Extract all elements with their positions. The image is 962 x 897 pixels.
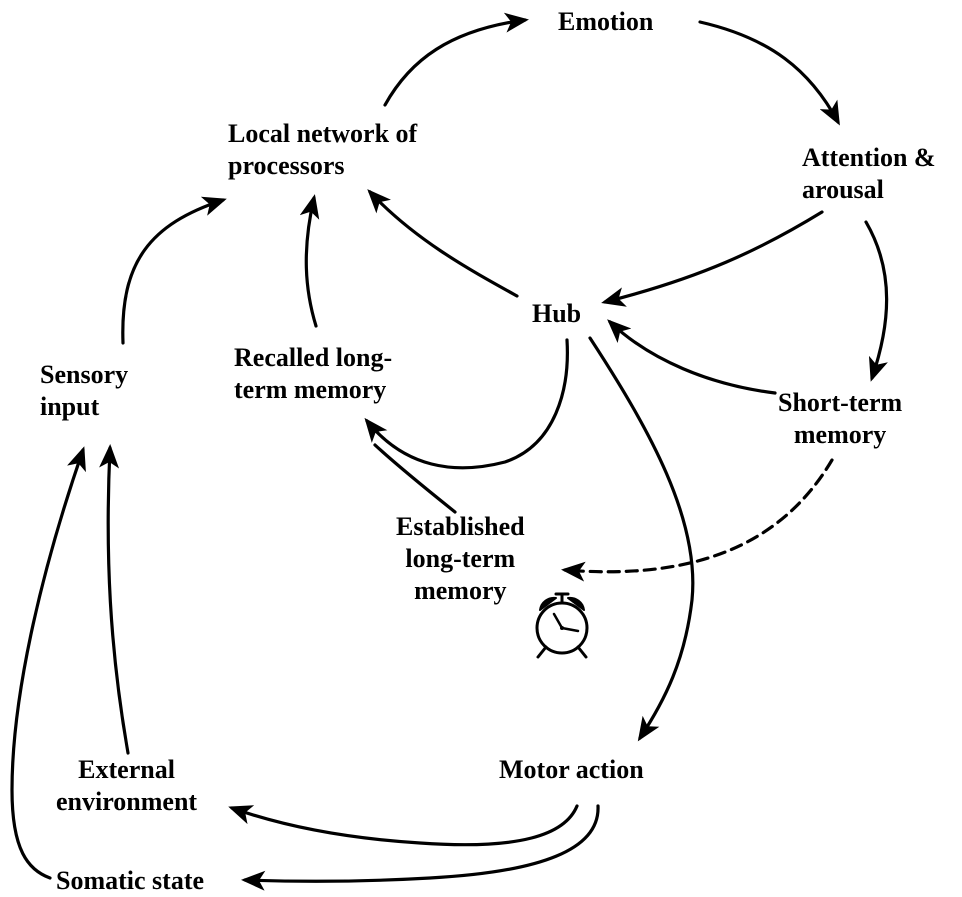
node-sensory-input-line-1: Sensory <box>40 360 129 389</box>
node-recalled-memory: Recalled long- term memory <box>234 342 392 406</box>
node-hub-label: Hub <box>532 299 582 328</box>
edge-motor-to-somatic <box>241 804 600 891</box>
node-local-network-line-1: Local network of <box>228 119 418 148</box>
edge-somatic-to-sensory <box>10 446 86 880</box>
node-short-term-memory-line-2: memory <box>793 420 887 449</box>
edge-hub-to-recalled <box>364 338 569 470</box>
node-local-network-line-2: processors <box>228 151 345 180</box>
edge-hub-to-motor <box>588 336 695 742</box>
node-external-environment-line-2: environment <box>56 787 198 816</box>
node-sensory-input: Sensory input <box>40 359 128 423</box>
edge-hub-to-local-network <box>367 189 519 298</box>
node-recalled-memory-line-1: Recalled long- <box>234 343 393 372</box>
node-sensory-input-line-2: input <box>40 392 100 421</box>
node-external-environment-line-1: External <box>78 755 175 784</box>
edge-recalled-to-local-network <box>299 194 320 328</box>
node-somatic-state-label: Somatic state <box>56 866 205 895</box>
edge-sensory-to-local-network <box>121 196 227 345</box>
edge-established-to-recalled <box>373 443 457 514</box>
node-local-network: Local network of processors <box>228 118 417 182</box>
node-short-term-memory: Short-term memory <box>778 387 902 451</box>
alarm-clock-icon <box>535 592 589 659</box>
node-established-memory-line-3: memory <box>414 576 507 605</box>
node-emotion: Emotion <box>558 6 653 38</box>
node-established-memory-line-1: Established <box>396 512 525 541</box>
edge-attention-to-hub <box>601 210 824 307</box>
edge-motor-to-external <box>228 804 579 847</box>
edge-emotion-to-attention <box>698 20 840 126</box>
node-external-environment: External environment <box>56 754 197 818</box>
edge-short-term-to-hub <box>607 319 777 395</box>
node-hub: Hub <box>532 298 581 330</box>
node-attention: Attention & arousal <box>802 142 936 206</box>
node-recalled-memory-line-2: term memory <box>234 375 387 404</box>
node-somatic-state: Somatic state <box>56 865 204 897</box>
node-short-term-memory-line-1: Short-term <box>778 388 903 417</box>
node-established-memory-line-2: long-term <box>405 544 516 573</box>
node-attention-line-2: arousal <box>802 175 884 204</box>
node-motor-action-label: Motor action <box>499 755 644 784</box>
node-motor-action: Motor action <box>499 754 644 786</box>
node-established-memory: Established long-term memory <box>396 511 525 607</box>
edge-local-network-to-emotion <box>383 12 529 107</box>
edge-external-to-sensory <box>99 444 130 755</box>
edge-attention-to-short-term <box>864 220 889 382</box>
node-emotion-label: Emotion <box>558 7 654 36</box>
edge-short-term-to-established <box>561 458 834 582</box>
node-attention-line-1: Attention & <box>802 143 936 172</box>
